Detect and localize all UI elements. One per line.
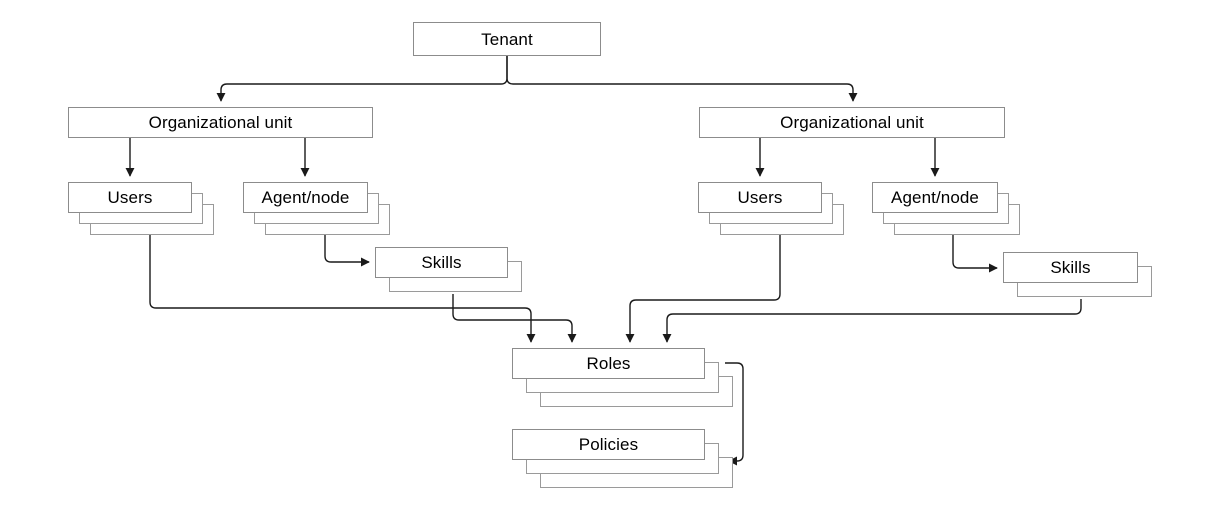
- node-users-left-label: Users: [107, 188, 153, 207]
- node-agent-left-label: Agent/node: [261, 188, 350, 207]
- node-tenant-face: Tenant: [413, 22, 601, 56]
- node-skills-right[interactable]: Skills: [1003, 252, 1152, 297]
- node-ou-left-face: Organizational unit: [68, 107, 373, 138]
- edge-agent-right-to-skills: [952, 234, 998, 273]
- node-ou-left-label: Organizational unit: [148, 113, 293, 132]
- edge-tenant-to-ou-right: [506, 56, 858, 102]
- node-skills-right-face: Skills: [1003, 252, 1138, 283]
- node-skills-left-face: Skills: [375, 247, 508, 278]
- node-agent-right-face: Agent/node: [872, 182, 998, 213]
- node-agent-right[interactable]: Agent/node: [872, 182, 1020, 235]
- edge-skills-left-to-roles: [452, 294, 577, 343]
- node-agent-left[interactable]: Agent/node: [243, 182, 390, 235]
- node-users-right[interactable]: Users: [698, 182, 844, 235]
- node-skills-right-label: Skills: [1050, 258, 1091, 277]
- node-policies[interactable]: Policies: [512, 429, 733, 488]
- edge-tenant-to-ou-left: [216, 56, 508, 102]
- node-agent-right-label: Agent/node: [891, 188, 979, 207]
- node-roles-face: Roles: [512, 348, 705, 379]
- edge-skills-right-to-roles: [662, 299, 1082, 343]
- node-roles-label: Roles: [586, 354, 631, 373]
- edge-agent-left-to-skills: [324, 234, 370, 267]
- node-roles[interactable]: Roles: [512, 348, 733, 407]
- node-users-right-face: Users: [698, 182, 822, 213]
- node-policies-label: Policies: [578, 435, 639, 454]
- node-ou-right-face: Organizational unit: [699, 107, 1005, 138]
- edge-users-right-to-roles: [625, 234, 781, 343]
- node-policies-face: Policies: [512, 429, 705, 460]
- node-users-right-label: Users: [737, 188, 783, 207]
- node-users-left[interactable]: Users: [68, 182, 214, 235]
- node-tenant-label: Tenant: [481, 29, 533, 49]
- node-ou-right-label: Organizational unit: [780, 113, 924, 132]
- node-skills-left-label: Skills: [421, 253, 462, 272]
- node-users-left-face: Users: [68, 182, 192, 213]
- node-ou-left[interactable]: Organizational unit: [68, 107, 373, 138]
- node-tenant[interactable]: Tenant: [413, 22, 601, 56]
- node-agent-left-face: Agent/node: [243, 182, 368, 213]
- node-ou-right[interactable]: Organizational unit: [699, 107, 1005, 138]
- node-skills-left[interactable]: Skills: [375, 247, 522, 292]
